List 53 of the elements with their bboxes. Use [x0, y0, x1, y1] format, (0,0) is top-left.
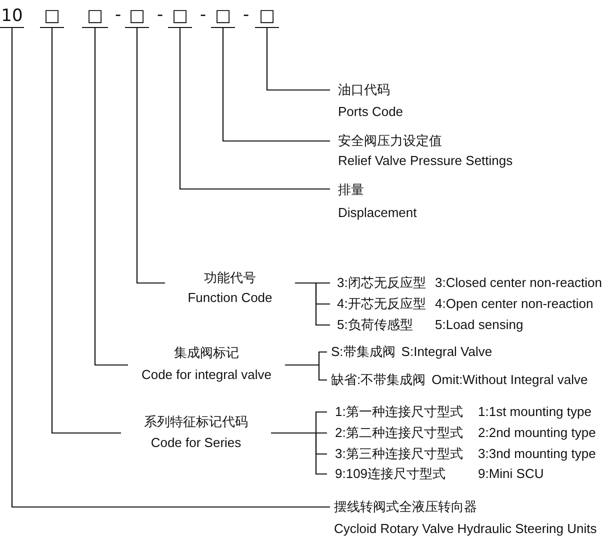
term-label: 油口代码	[338, 81, 390, 99]
code-field: □	[168, 5, 192, 28]
option-label: 3:第三种连接尺寸型式	[335, 445, 463, 463]
leader-line	[179, 28, 330, 190]
bracket-line	[295, 282, 330, 326]
term-translation: Function Code	[188, 289, 272, 307]
option-translation: 3:Closed center non-reaction	[435, 274, 602, 292]
option-translation: 4:Open center non-reaction	[435, 295, 594, 313]
term-translation: Ports Code	[338, 103, 404, 121]
term-translation: Displacement	[338, 204, 417, 222]
option-translation: S:Integral Valve	[401, 343, 492, 361]
code-field: □	[211, 5, 235, 28]
option-label: 5:负荷传感型	[337, 316, 413, 334]
option-translation: Omit:Without Integral valve	[432, 371, 588, 389]
separator-dash: -	[157, 4, 164, 26]
term-label: 集成阀标记	[174, 344, 239, 362]
term-translation: Code for integral valve	[141, 366, 272, 384]
option-label: 9:109连接尺寸型式	[335, 465, 446, 483]
term-translation: Relief Valve Pressure Settings	[338, 152, 513, 170]
option-translation: 9:Mini SCU	[478, 465, 544, 483]
term-translation: Cycloid Rotary Valve Hydraulic Steering Units	[334, 520, 597, 538]
bracket-line	[271, 432, 327, 475]
code-field: □	[40, 5, 64, 28]
option-translation: 3:3nd mounting type	[478, 445, 596, 463]
separator-dash: -	[200, 4, 206, 26]
bracket-line	[285, 364, 327, 381]
option-label: 3:闭芯无反应型	[337, 274, 426, 292]
code-number: 10	[0, 5, 24, 28]
term-translation: Code for Series	[150, 434, 242, 452]
option-translation: 1:1st mounting type	[478, 403, 592, 421]
leader-line	[266, 28, 330, 91]
term-label: 功能代号	[204, 269, 256, 287]
term-label: 排量	[338, 181, 364, 199]
option-label: S:带集成阀	[331, 343, 396, 361]
option-translation: 2:2nd mounting type	[478, 424, 596, 442]
option-label: 2:第二种连接尺寸型式	[335, 424, 463, 442]
code-field: □	[125, 5, 149, 28]
option-label: 1:第一种连接尺寸型式	[335, 403, 463, 421]
separator-dash: -	[243, 4, 250, 26]
leader-line	[51, 28, 121, 434]
option-translation: 5:Load sensing	[435, 316, 524, 334]
code-field: □	[82, 5, 108, 28]
leader-line	[94, 28, 128, 366]
leader-line	[222, 28, 330, 142]
leader-line	[11, 28, 330, 508]
leader-line	[136, 28, 165, 284]
term-label: 摆线转阀式全液压转向器	[334, 498, 477, 516]
option-label: 4:开芯无反应型	[337, 295, 426, 313]
separator-dash: -	[115, 4, 122, 26]
term-label: 系列特征标记代码	[144, 413, 248, 431]
term-label: 安全阀压力设定值	[338, 132, 442, 150]
option-label: 缺省:不带集成阀	[331, 371, 426, 389]
code-field: □	[255, 5, 279, 28]
